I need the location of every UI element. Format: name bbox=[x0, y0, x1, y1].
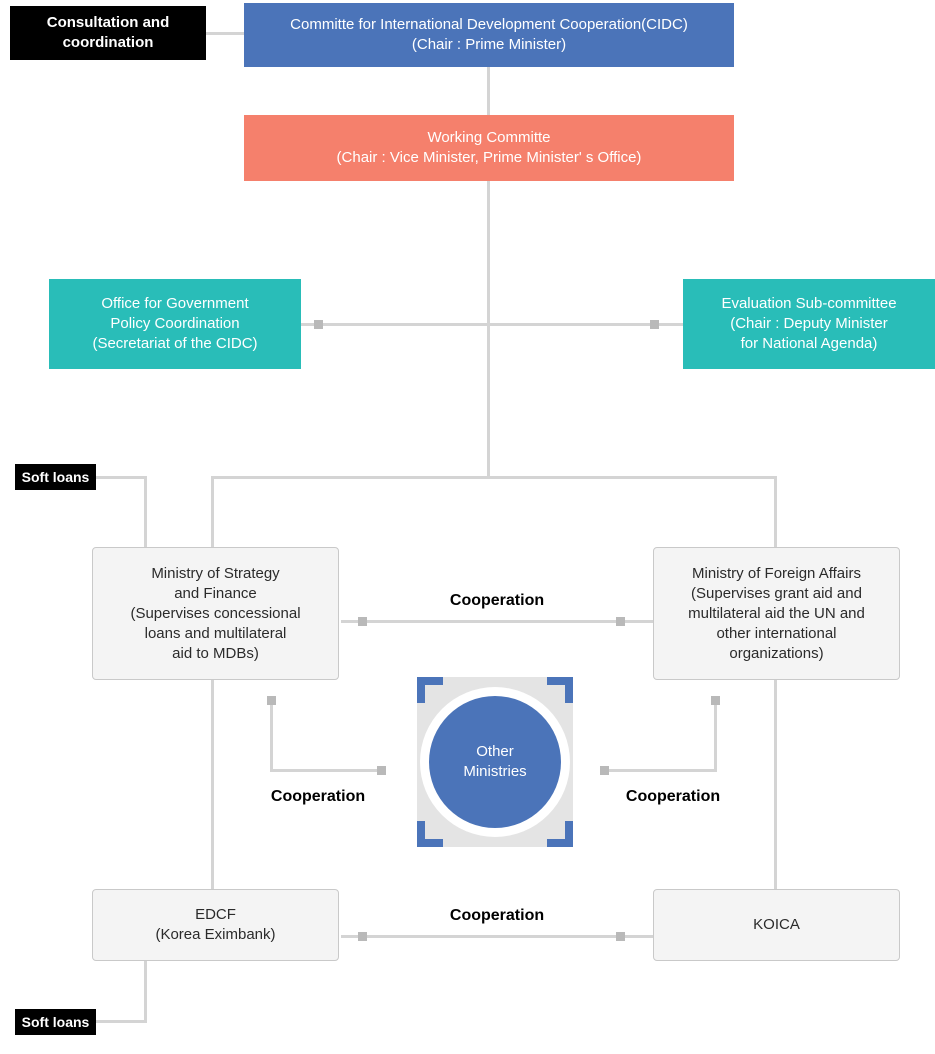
edcf-label: EDCF (Korea Eximbank) bbox=[155, 906, 276, 943]
cooperation-label-left: Cooperation bbox=[270, 788, 366, 805]
connector-consultation-cidc bbox=[206, 32, 244, 35]
line-endpoint-square bbox=[616, 617, 625, 626]
koica-label: KOICA bbox=[753, 916, 800, 933]
line-endpoint-square bbox=[711, 696, 720, 705]
line-endpoint-square bbox=[616, 932, 625, 941]
cooperation-label-top: Cooperation bbox=[449, 592, 545, 609]
connector-softloans-down bbox=[144, 476, 147, 548]
connector-to-mofa bbox=[774, 476, 777, 547]
connector-distribution-horizontal bbox=[211, 476, 776, 479]
connector-to-mosf bbox=[211, 476, 214, 547]
line-endpoint-square bbox=[267, 696, 276, 705]
line-endpoint-square bbox=[377, 766, 386, 775]
policy-office-box: Office for Government Policy Coordinatio… bbox=[49, 279, 301, 369]
other-ministries-circle: Other Ministries bbox=[429, 696, 561, 828]
line-endpoint-square bbox=[600, 766, 609, 775]
frame-corner-icon bbox=[547, 677, 573, 703]
line-endpoint-square bbox=[314, 320, 323, 329]
ministry-foreign-affairs-box: Ministry of Foreign Affairs (Supervises … bbox=[653, 547, 900, 680]
frame-corner-icon bbox=[547, 821, 573, 847]
connector-cidc-working bbox=[487, 67, 490, 115]
edcf-box: EDCF (Korea Eximbank) bbox=[92, 889, 339, 961]
evaluation-subcommittee-box: Evaluation Sub-committee (Chair : Deputy… bbox=[683, 279, 935, 369]
ministry-strategy-finance-label: Ministry of Strategy and Finance (Superv… bbox=[130, 564, 301, 662]
frame-corner-icon bbox=[417, 821, 443, 847]
koica-box: KOICA bbox=[653, 889, 900, 961]
connector-softloans-stub-top bbox=[96, 476, 145, 479]
frame-corner-icon bbox=[417, 677, 443, 703]
connector-ministries-cooperation bbox=[341, 620, 653, 623]
soft-loans-label-bottom: Soft loans bbox=[15, 1009, 96, 1035]
policy-office-label: Office for Government Policy Coordinatio… bbox=[92, 295, 258, 352]
connector-softloans-stub-bottom bbox=[96, 1020, 145, 1023]
connector-right-l-horizontal bbox=[605, 769, 717, 772]
connector-mosf-edcf bbox=[211, 680, 214, 889]
evaluation-subcommittee-label: Evaluation Sub-committee (Chair : Deputy… bbox=[721, 295, 897, 352]
line-endpoint-square bbox=[358, 932, 367, 941]
consultation-coordination-label: Consultation and coordination bbox=[10, 6, 206, 60]
other-ministries-label: Other Ministries bbox=[463, 743, 527, 780]
working-committee-box: Working Committe (Chair : Vice Minister,… bbox=[244, 115, 734, 181]
cooperation-label-bottom: Cooperation bbox=[449, 907, 545, 924]
connector-edcf-koica-cooperation bbox=[341, 935, 653, 938]
connector-left-l-horizontal bbox=[270, 769, 382, 772]
connector-office-evaluation bbox=[301, 323, 683, 326]
cidc-label: Committe for International Development C… bbox=[290, 16, 688, 53]
working-committee-label: Working Committe (Chair : Vice Minister,… bbox=[336, 129, 642, 166]
line-endpoint-square bbox=[358, 617, 367, 626]
connector-left-l-vertical bbox=[270, 700, 273, 772]
soft-loans-label-top: Soft loans bbox=[15, 464, 96, 490]
ministry-foreign-affairs-label: Ministry of Foreign Affairs (Supervises … bbox=[688, 564, 865, 662]
cidc-box: Committe for International Development C… bbox=[244, 3, 734, 67]
cooperation-label-right: Cooperation bbox=[625, 788, 721, 805]
connector-mofa-koica bbox=[774, 680, 777, 889]
ministry-strategy-finance-box: Ministry of Strategy and Finance (Superv… bbox=[92, 547, 339, 680]
connector-right-l-vertical bbox=[714, 700, 717, 772]
connector-edcf-softloans bbox=[144, 961, 147, 1023]
line-endpoint-square bbox=[650, 320, 659, 329]
connector-working-distribution bbox=[487, 181, 490, 477]
